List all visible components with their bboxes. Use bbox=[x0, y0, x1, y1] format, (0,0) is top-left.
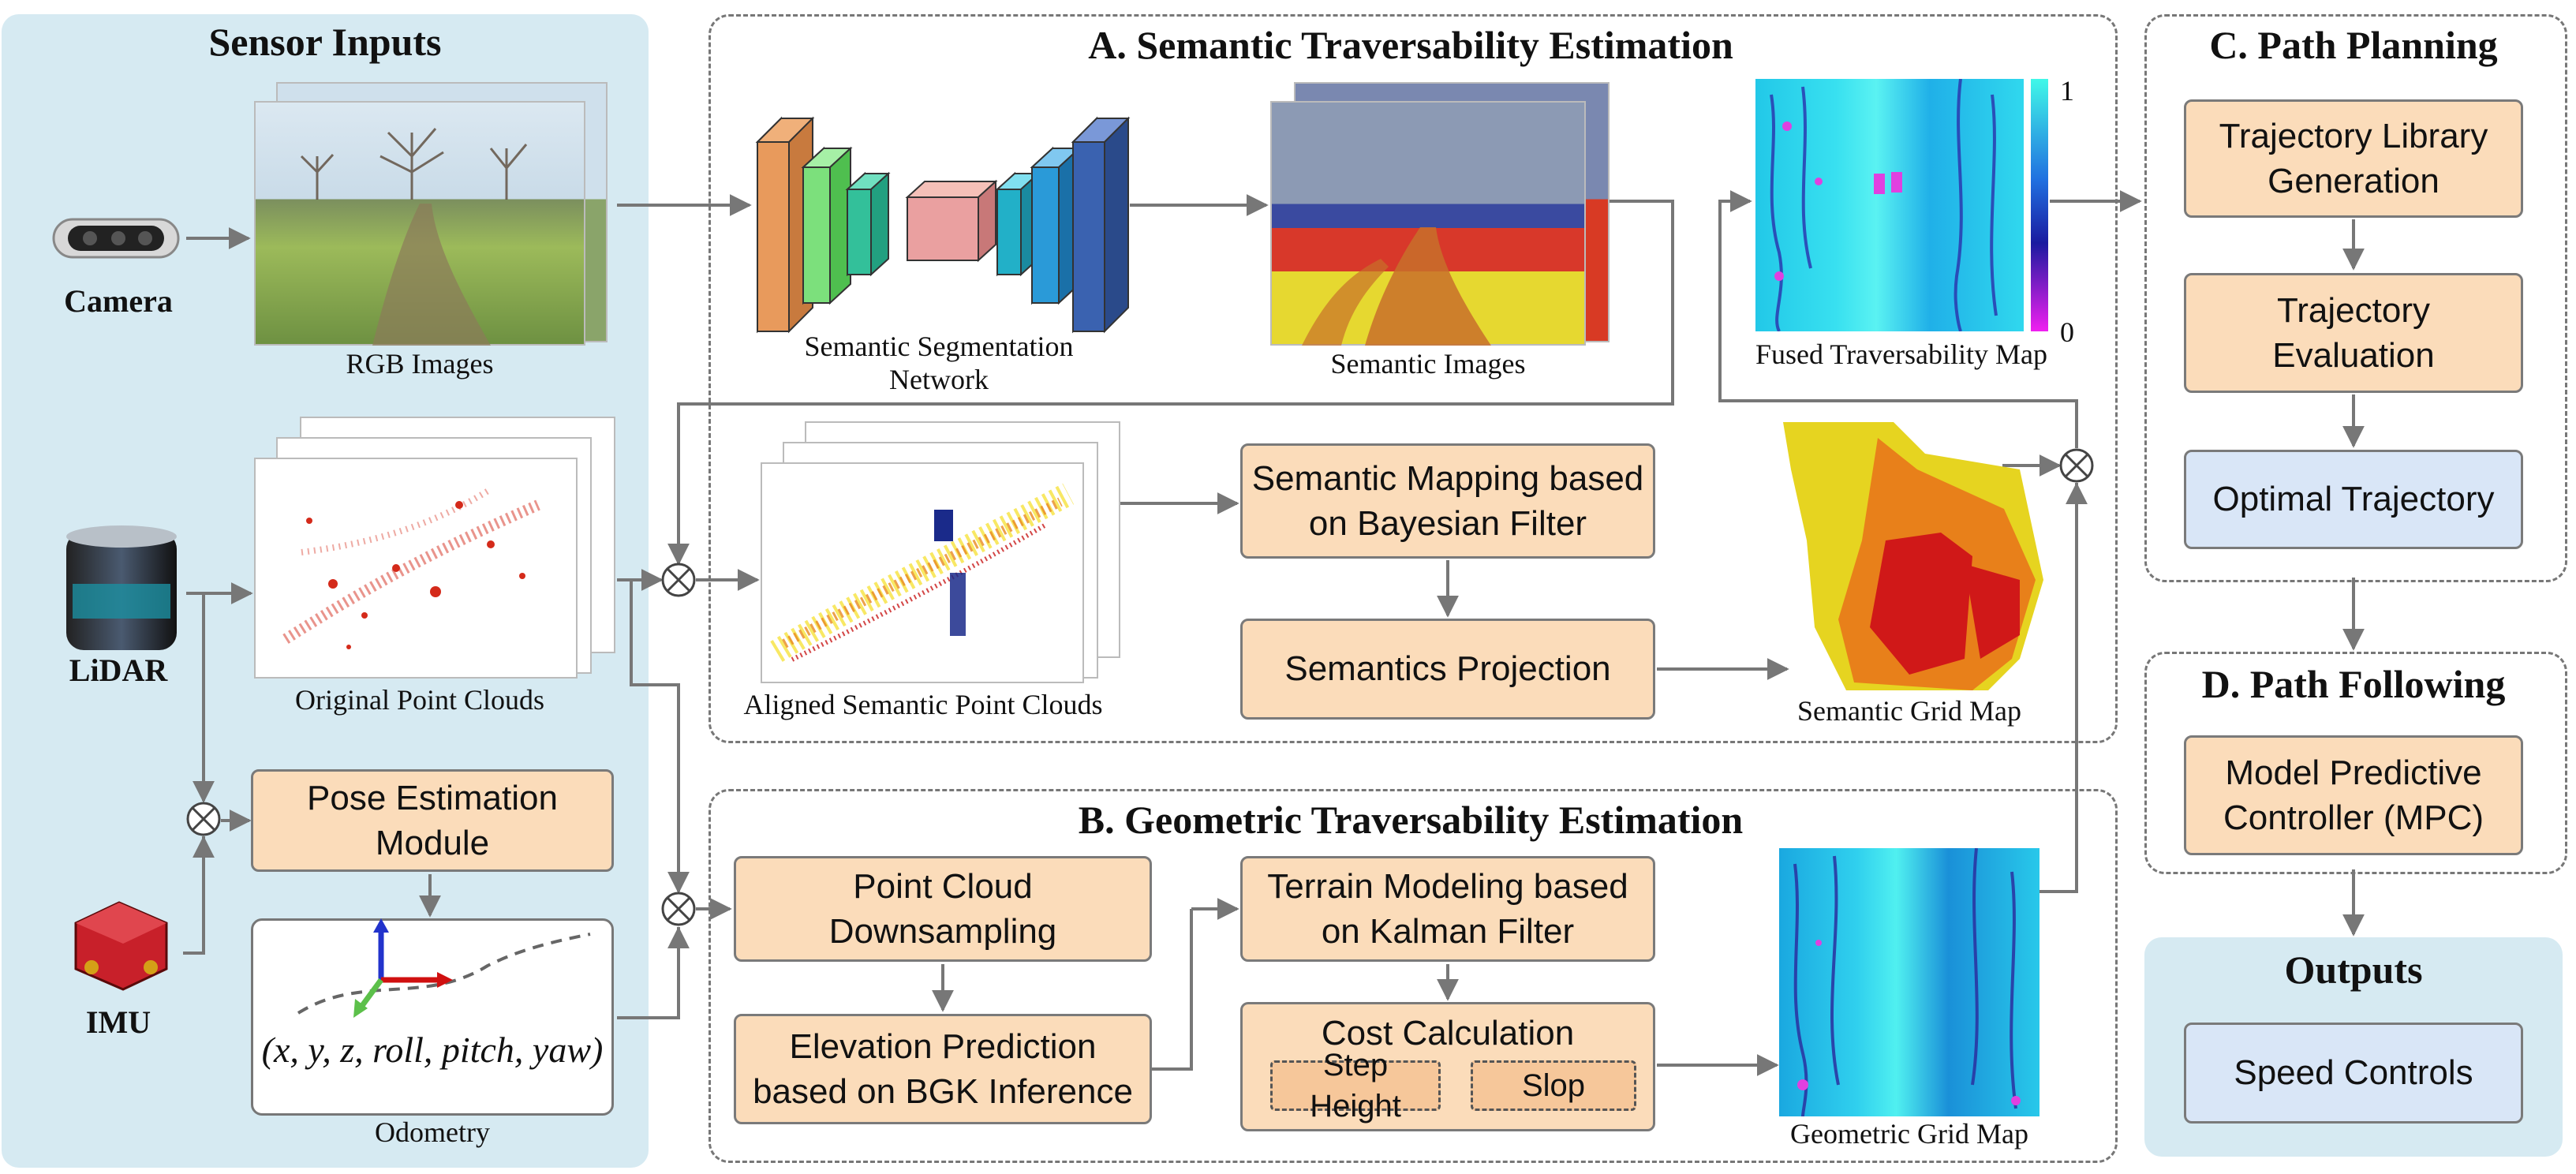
step-height-box: Step Height bbox=[1270, 1048, 1441, 1124]
rgb-images-caption: RGB Images bbox=[346, 348, 494, 379]
fused-traversability-map bbox=[1755, 79, 2024, 331]
original-point-cloud bbox=[282, 486, 540, 649]
outputs-title: Outputs bbox=[2284, 948, 2423, 992]
trajectory-evaluation-box: Trajectory Evaluation bbox=[2184, 273, 2523, 393]
geometric-section-title: B. Geometric Traversability Estimation bbox=[1078, 798, 1744, 842]
slop-box: Slop bbox=[1471, 1060, 1636, 1111]
imu-label: IMU bbox=[85, 1004, 151, 1040]
lidar-icon bbox=[66, 525, 177, 650]
optimal-trajectory-box: Optimal Trajectory bbox=[2184, 450, 2523, 549]
odometry-formula: (x, y, z, roll, pitch, yaw) bbox=[261, 1030, 604, 1070]
semantic-section bbox=[708, 14, 2118, 743]
geometric-section bbox=[708, 789, 2118, 1163]
aligned-frame-front bbox=[761, 462, 1084, 683]
geometric-grid-caption: Geometric Grid Map bbox=[1790, 1118, 2028, 1150]
odometry-caption: Odometry bbox=[375, 1116, 490, 1148]
odometry-panel bbox=[251, 918, 614, 1116]
fused-map-colorbar bbox=[2031, 79, 2048, 331]
imu-icon bbox=[74, 901, 168, 991]
arrow-geogrid-fuse2 bbox=[2039, 483, 2078, 893]
trajectory-library-box: Trajectory Library Generation bbox=[2184, 99, 2523, 218]
aligned-clouds-caption: Aligned Semantic Point Clouds bbox=[743, 689, 1103, 720]
fused-map-texture bbox=[1770, 79, 1998, 331]
original-point-clouds-caption: Original Point Clouds bbox=[294, 684, 545, 716]
odometry-axes bbox=[297, 918, 591, 1018]
semantic-grid-map bbox=[1783, 422, 2043, 690]
arrow-fuse2-fusedmap bbox=[1718, 200, 2078, 448]
semantic-image-overlay bbox=[1302, 227, 1491, 346]
camera-icon bbox=[52, 218, 180, 259]
fused-map-caption: Fused Traversability Map bbox=[1755, 338, 2047, 370]
pc-frame-front bbox=[254, 458, 578, 679]
semantic-images-caption: Semantic Images bbox=[1330, 348, 1526, 379]
path-following-title: D. Path Following bbox=[2201, 662, 2506, 706]
fuse-node-geometric bbox=[661, 892, 696, 926]
geometric-map-texture bbox=[1793, 848, 2021, 1116]
point-cloud-downsampling-box: Point Cloud Downsampling bbox=[734, 856, 1152, 962]
fuse-node-pose bbox=[186, 802, 221, 836]
fuse-node-semantic bbox=[661, 563, 696, 597]
semantic-grid-caption: Semantic Grid Map bbox=[1797, 695, 2021, 727]
sensor-inputs-title: Sensor Inputs bbox=[208, 20, 442, 64]
aligned-point-cloud bbox=[770, 483, 1075, 662]
mpc-box: Model Predictive Controller (MPC) bbox=[2184, 735, 2523, 855]
colorbar-min-label: 0 bbox=[2060, 316, 2074, 348]
semantic-mapping-box: Semantic Mapping based on Bayesian Filte… bbox=[1240, 443, 1655, 559]
seg-network-caption-2: Network bbox=[889, 364, 989, 395]
semantic-section-title: A. Semantic Traversability Estimation bbox=[1088, 23, 1733, 67]
speed-controls-box: Speed Controls bbox=[2184, 1023, 2523, 1124]
arrow-odom-geofuse bbox=[617, 927, 680, 1019]
segmentation-network-icon bbox=[755, 116, 1131, 334]
path-following-section bbox=[2144, 652, 2567, 874]
terrain-modeling-box: Terrain Modeling based on Kalman Filter bbox=[1240, 856, 1655, 962]
arrow-elevation-terrain bbox=[1152, 909, 1193, 1071]
cost-calculation-label: Cost Calculation bbox=[1321, 1014, 1575, 1052]
rgb-image-trees bbox=[300, 128, 528, 346]
fuse-node-maps bbox=[2059, 448, 2094, 483]
arrow-imu-fuse bbox=[183, 836, 205, 955]
fusion-nodes bbox=[186, 448, 2094, 926]
arrow-semimg-fuse bbox=[677, 200, 1674, 564]
path-planning-section bbox=[2144, 14, 2567, 582]
geometric-grid-map bbox=[1779, 848, 2039, 1116]
path-planning-title: C. Path Planning bbox=[2209, 23, 2498, 67]
lidar-label: LiDAR bbox=[69, 652, 168, 688]
colorbar-max-label: 1 bbox=[2060, 75, 2074, 107]
camera-label: Camera bbox=[64, 283, 173, 319]
elevation-prediction-box: Elevation Prediction based on BGK Infere… bbox=[734, 1014, 1152, 1124]
seg-network-caption-1: Semantic Segmentation bbox=[804, 331, 1074, 362]
pose-estimation-box: Pose Estimation Module bbox=[251, 769, 614, 872]
semantics-projection-box: Semantics Projection bbox=[1240, 619, 1655, 720]
arrow-pc-geofuse bbox=[630, 580, 680, 890]
